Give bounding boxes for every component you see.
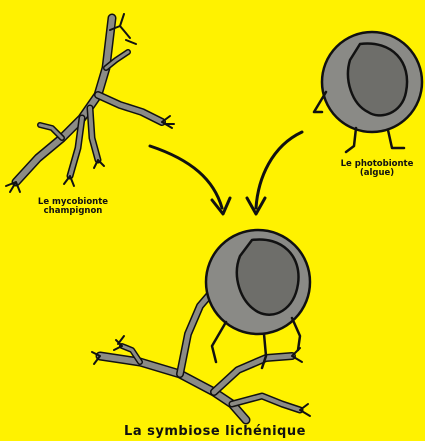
photobiont-label: Le photobionte (algue) — [322, 160, 425, 178]
lichen-combined — [92, 230, 310, 420]
arrow-photobiont-to-lichen — [247, 132, 302, 214]
mycobiont-label: Le mycobionte champignon — [18, 198, 128, 216]
mycobiont-fungus — [6, 14, 174, 192]
arrow-mycobiont-to-lichen — [150, 146, 230, 214]
photobiont-alga — [314, 32, 422, 152]
diagram-title: La symbiose lichénique — [60, 424, 370, 439]
